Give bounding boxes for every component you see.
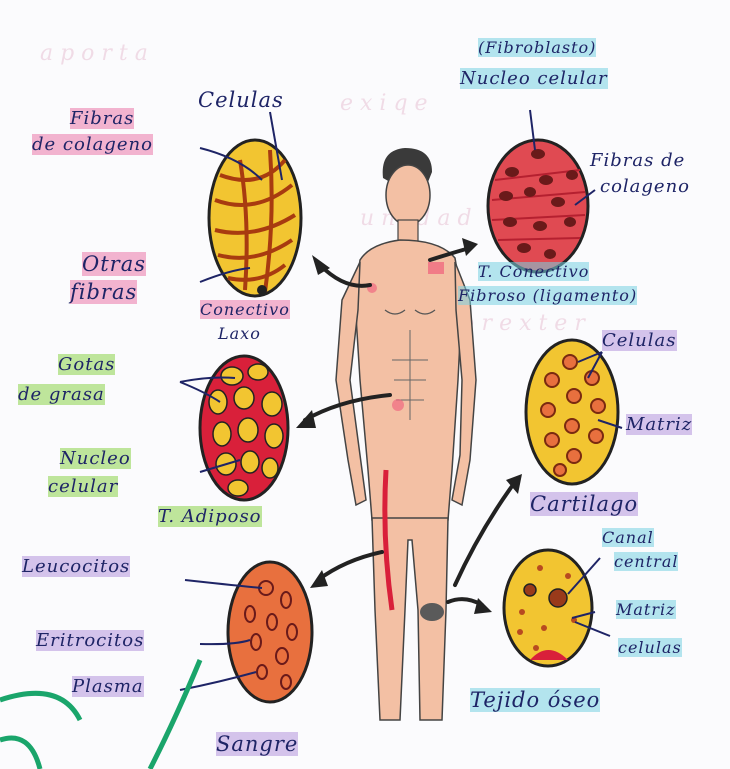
label-celulas-top: Celulas xyxy=(198,88,284,112)
label-matriz-cart: Matriz xyxy=(626,414,692,435)
svg-text:a p o r t a: a p o r t a xyxy=(40,41,148,66)
label-fibroso-title-2: Fibroso (ligamento) xyxy=(458,286,637,305)
label-canal-1: Canal xyxy=(602,528,654,547)
blood-tissue xyxy=(228,562,312,702)
label-celulas-cart: Celulas xyxy=(602,330,677,351)
svg-text:e x i q e: e x i q e xyxy=(340,91,428,116)
label-gotas-1: Gotas xyxy=(58,354,115,375)
label-oseo-title: Tejido óseo xyxy=(470,688,600,712)
label-sangre-title: Sangre xyxy=(216,732,298,756)
label-plasma: Plasma xyxy=(72,676,144,697)
bone-tissue xyxy=(504,550,592,666)
label-eritrocitos: Eritrocitos xyxy=(36,630,144,651)
label-otras-fibras-2: fibras xyxy=(70,280,137,304)
label-nucleo-celular-top: Nucleo celular xyxy=(460,68,608,89)
label-matriz-oseo: Matriz xyxy=(616,600,676,619)
label-canal-2: central xyxy=(614,552,678,571)
label-cartilago-title: Cartilago xyxy=(530,492,638,516)
label-otras-fibras-1: Otras xyxy=(82,252,146,276)
dense-connective-tissue xyxy=(488,140,588,272)
label-fibras-left-2: de colageno xyxy=(32,134,153,155)
label-laxo-title-2: Laxo xyxy=(218,324,261,343)
loose-connective-tissue xyxy=(209,140,301,296)
label-nucleo-left-1: Nucleo xyxy=(60,448,131,469)
label-fibras-de-colageno-right-2: colageno xyxy=(600,176,690,197)
head xyxy=(386,165,430,225)
label-fibras-left-1: Fibras xyxy=(70,108,134,129)
label-fibroblasto: (Fibroblasto) xyxy=(478,38,596,57)
label-fibras-de-colageno-right-1: Fibras de xyxy=(590,150,685,171)
cartilage-tissue xyxy=(526,340,618,484)
human-figure xyxy=(336,148,476,720)
label-nucleo-left-2: celular xyxy=(48,476,118,497)
label-gotas-2: de grasa xyxy=(18,384,105,405)
label-celulas-oseo: celulas xyxy=(618,638,682,657)
label-adiposo-title: T. Adiposo xyxy=(158,506,262,527)
knee-mark xyxy=(420,603,444,621)
label-laxo-title-1: Conectivo xyxy=(200,300,290,319)
label-leucocitos: Leucocitos xyxy=(22,556,130,577)
label-fibroso-title-1: T. Conectivo xyxy=(478,262,589,281)
